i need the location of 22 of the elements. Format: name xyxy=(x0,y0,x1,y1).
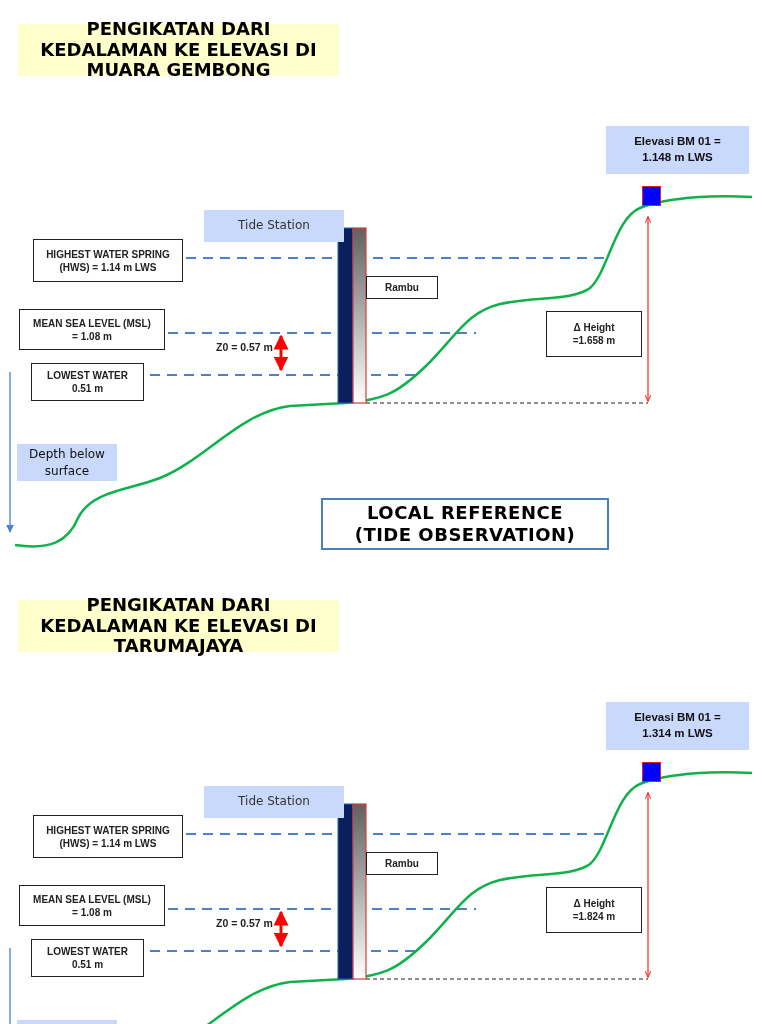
level-label-box: MEAN SEA LEVEL (MSL) = 1.08 m xyxy=(19,309,165,350)
station-label-panel: Tide Station xyxy=(204,210,344,242)
level-label-box: LOWEST WATER 0.51 m xyxy=(31,939,144,977)
level-label-box: HIGHEST WATER SPRING (HWS) = 1.14 m LWS xyxy=(33,815,183,858)
level-label-box: LOWEST WATER 0.51 m xyxy=(31,363,144,401)
height-label-box: Δ Height =1.658 m xyxy=(546,311,642,357)
elevation-callout: Elevasi BM 01 = 1.314 m LWS xyxy=(606,702,749,750)
benchmark-marker xyxy=(642,762,661,782)
level-label-box: MEAN SEA LEVEL (MSL) = 1.08 m xyxy=(19,885,165,926)
label-box: Rambu xyxy=(366,276,438,299)
reference-box: LOCAL REFERENCE (TIDE OBSERVATION) xyxy=(321,498,609,550)
depth-label-panel: Depth below surface xyxy=(17,444,117,481)
station-label-panel: Tide Station xyxy=(204,786,344,818)
label-box: Rambu xyxy=(366,852,438,875)
benchmark-marker xyxy=(642,186,661,206)
depth-label-panel xyxy=(17,1020,117,1024)
dimension-label: Z0 = 0.57 m xyxy=(216,917,273,929)
elevation-callout: Elevasi BM 01 = 1.148 m LWS xyxy=(606,126,749,174)
level-label-box: HIGHEST WATER SPRING (HWS) = 1.14 m LWS xyxy=(33,239,183,282)
title-banner: PENGIKATAN DARI KEDALAMAN KE ELEVASI DI MUARA GEMBONG xyxy=(18,24,339,76)
dimension-label: Z0 = 0.57 m xyxy=(216,341,273,353)
height-label-box: Δ Height =1.824 m xyxy=(546,887,642,933)
